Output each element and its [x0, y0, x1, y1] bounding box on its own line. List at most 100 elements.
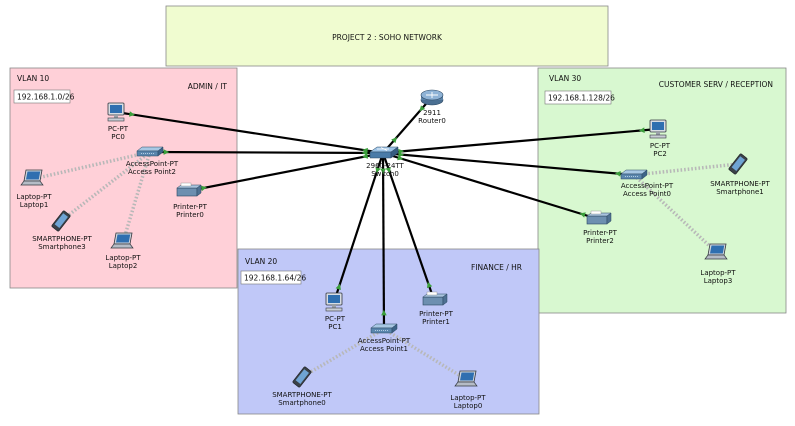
vlan10-subnet: 192.168.1.0/26 — [17, 93, 75, 102]
printer-icon[interactable] — [422, 291, 448, 306]
wireless-link-ap2-laptop2 — [121, 151, 152, 243]
device-name: Laptop2 — [109, 262, 138, 270]
link-light-ap2-switch0 — [163, 149, 170, 155]
laptop-icon[interactable] — [110, 232, 134, 249]
wired-link-switch0-pc1 — [332, 152, 385, 303]
laptop-icon[interactable] — [704, 243, 728, 260]
switch-icon[interactable] — [369, 146, 399, 159]
link-light-switch0-ap0 — [398, 151, 405, 158]
device-name: Printer0 — [176, 211, 204, 219]
wired-link-switch0-pc0 — [115, 110, 384, 155]
phone-icon[interactable] — [728, 153, 748, 175]
device-name: Printer2 — [586, 237, 614, 245]
device-name: PC2 — [653, 150, 667, 158]
wired-link-switch0-ap2 — [149, 150, 384, 155]
link-light-printer1-switch0 — [426, 281, 433, 289]
device-name: Laptop0 — [454, 402, 483, 410]
link-light-pc1-switch0 — [335, 283, 341, 290]
device-model: Printer-PT — [583, 229, 618, 237]
device-name: Access Point2 — [128, 168, 176, 176]
link-light-switch0-printer1 — [385, 166, 391, 174]
phone-icon[interactable] — [51, 210, 71, 232]
pc-icon[interactable] — [649, 119, 667, 139]
device-name: Router0 — [418, 117, 446, 125]
wired-link-switch0-printer1 — [381, 152, 436, 301]
wired-link-switch0-pc2 — [382, 127, 659, 155]
device-model: Laptop-PT — [105, 254, 141, 262]
link-light-switch0-router0 — [391, 137, 398, 144]
vlan20-subnet: 192.168.1.64/26 — [244, 274, 306, 283]
link-light-ap0-switch0 — [614, 171, 621, 177]
wired-link-switch0-printer0 — [187, 151, 384, 193]
device-model: AccessPoint-PT — [126, 160, 179, 168]
device-name: Smartphone1 — [716, 188, 764, 196]
link-light-switch0-ap1 — [380, 168, 386, 175]
vlan20-area: VLAN 20 192.168.1.64/26 FINANCE / HR — [237, 248, 540, 415]
wireless-link-ap1-phone0 — [301, 327, 385, 379]
link-light-printer0-switch0 — [200, 185, 207, 192]
device-model: Laptop-PT — [450, 394, 486, 402]
vlan30-dept: CUSTOMER SERV / RECEPTION — [659, 80, 773, 89]
wired-link-switch0-ap1 — [381, 152, 386, 330]
vlan10-label: VLAN 10 — [17, 74, 49, 83]
pc-icon[interactable] — [107, 102, 125, 122]
wired-link-switch0-printer2 — [382, 151, 599, 221]
device-name: Smartphone0 — [278, 399, 326, 407]
ap-icon[interactable] — [620, 169, 648, 180]
device-name: Access Point0 — [623, 190, 671, 198]
vlan10-dept: ADMIN / IT — [188, 82, 228, 91]
device-model: Printer-PT — [173, 203, 208, 211]
wired-link-switch0-router0 — [382, 96, 433, 154]
printer-icon[interactable] — [586, 210, 612, 225]
wireless-link-ap0-phone1 — [633, 162, 739, 177]
router-icon[interactable] — [420, 89, 444, 106]
device-model: PC-PT — [650, 142, 671, 150]
device-model: PC-PT — [325, 315, 346, 323]
laptop-icon[interactable] — [454, 370, 478, 387]
title-box: PROJECT 2 : SOHO NETWORK — [165, 5, 609, 67]
printer-icon[interactable] — [176, 182, 202, 197]
laptop-icon[interactable] — [20, 169, 44, 186]
vlan30-subnet: 192.168.1.128/26 — [548, 94, 615, 103]
phone-icon[interactable] — [292, 366, 312, 388]
device-name: Smartphone3 — [38, 243, 86, 251]
ap-icon[interactable] — [136, 146, 164, 157]
device-model: SMARTPHONE-PT — [272, 391, 332, 399]
wired-link-switch0-ap0 — [382, 151, 635, 177]
ap-icon[interactable] — [370, 323, 398, 334]
device-model: Laptop-PT — [16, 193, 52, 201]
device-model: 2911 — [423, 109, 441, 117]
link-light-router0-switch0 — [419, 105, 426, 112]
diagram-title: PROJECT 2 : SOHO NETWORK — [332, 33, 443, 42]
device-name: PC0 — [111, 133, 125, 141]
device-model: 2960-24TT — [366, 162, 404, 170]
vlan20-label: VLAN 20 — [245, 257, 277, 266]
wired-links — [115, 96, 659, 330]
link-light-pc2-switch0 — [638, 127, 645, 133]
pc-icon[interactable] — [325, 292, 343, 312]
devices: 2911Router02960-24TTSwitch0PC-PTPC0Acces… — [16, 89, 771, 410]
device-name: Printer1 — [422, 318, 450, 326]
vlan30-label: VLAN 30 — [549, 74, 581, 83]
wireless-link-ap0-laptop3 — [632, 173, 719, 255]
wireless-links — [32, 150, 739, 382]
